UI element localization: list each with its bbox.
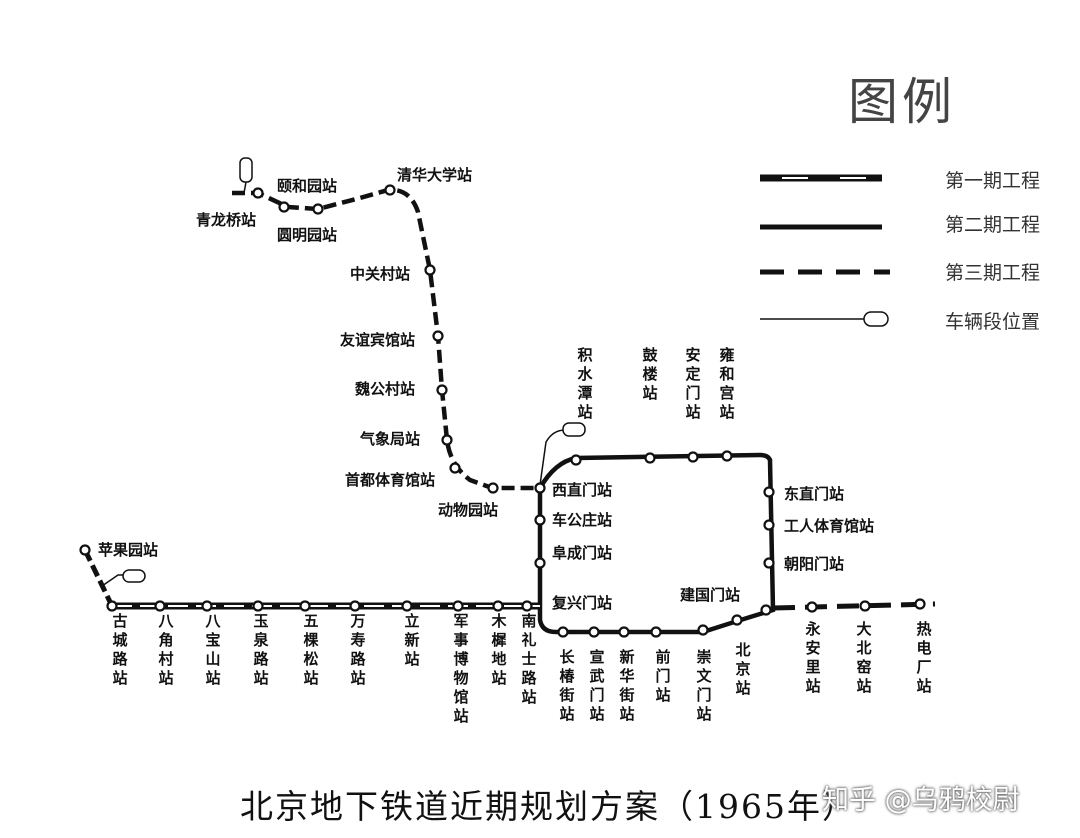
label-andingmen: 安定门站 [685,346,700,421]
legend-title: 图例 [848,73,956,131]
station-lixin[interactable] [401,600,413,612]
station-changchun[interactable] [557,626,569,638]
label-zhongguancun: 中关村站 [350,265,410,283]
station-chegongzhuang[interactable] [534,514,546,526]
label-shoudu-tiyuguan: 首都体育馆站 [345,471,435,489]
label-pingguoyuan: 苹果园站 [98,541,158,559]
label-gulou: 鼓楼站 [642,346,658,402]
watermark: 知乎 @乌鸦校尉 [822,785,1020,816]
station-yuanmingyuan[interactable] [312,203,324,215]
station-jishuitan[interactable] [570,454,582,466]
station-junbo[interactable] [452,600,464,612]
station-shoudu-tiyuguan[interactable] [449,462,461,474]
label-wanshou: 万寿路站 [349,612,366,687]
station-bajiao[interactable] [154,600,166,612]
station-gulou[interactable] [644,452,656,464]
station-chongwenmen[interactable] [697,624,709,636]
station-gucheng[interactable] [106,600,118,612]
station-muxidi[interactable] [492,600,504,612]
legend-label-phase3: 第三期工程 [945,262,1041,284]
station-dongzhimen[interactable] [763,486,775,498]
label-dabeiyao: 大北窑站 [856,620,871,695]
label-qinglongqiao: 青龙桥站 [196,211,256,229]
station-weigongcun[interactable] [436,384,448,396]
station-yonganli[interactable] [806,601,818,613]
label-qianmen: 前门站 [655,648,670,704]
label-muxidi: 木樨地站 [490,612,507,687]
station-yiheyuan[interactable] [278,201,290,213]
station-xizhimen[interactable] [534,482,546,494]
label-weigongcun: 魏公村站 [354,380,415,398]
label-qixiangju: 气象局站 [359,430,420,448]
label-yuanmingyuan: 圆明园站 [277,226,337,244]
label-wukesong: 五棵松站 [303,612,319,687]
label-bajiao: 八角村站 [157,612,174,687]
legend-label-depot: 车辆段位置 [945,311,1041,333]
station-qixiangju[interactable] [441,434,453,446]
label-babaoshan: 八宝山站 [204,612,221,687]
station-dabeiyao[interactable] [859,600,871,612]
label-changchun: 长椿街站 [558,648,575,723]
station-redianchang[interactable] [914,598,926,610]
label-yonganli: 永安里站 [804,620,821,695]
station-andingmen[interactable] [687,451,699,463]
station-qinglongqiao[interactable] [252,187,264,199]
station-pingguoyuan[interactable] [79,544,91,556]
label-chongwenmen: 崇文门站 [696,648,712,723]
legend-swatch-depot [760,311,889,327]
label-chegongzhuang: 车公庄站 [552,511,612,529]
label-junbo: 军事博物馆站 [453,612,468,725]
depot-north-icon [239,157,253,194]
legend-label-phase1: 第一期工程 [945,170,1041,192]
depot-pingguoyuan-icon [101,569,146,587]
station-xuanwumen[interactable] [588,626,600,638]
label-qinghua: 清华大学站 [397,166,472,184]
label-jishuitan: 积水潭站 [577,346,593,421]
label-dongzhimen: 东直门站 [784,485,844,503]
legend-label-phase2: 第二期工程 [945,214,1041,236]
station-yonghegong[interactable] [721,450,733,462]
pingguoyuan-spur [82,548,115,608]
station-nanlishi[interactable] [521,600,533,612]
station-qianmen[interactable] [650,626,662,638]
label-yonghegong: 雍和宫站 [719,346,734,421]
label-yuquan: 玉泉路站 [252,612,269,687]
label-lixin: 立新站 [404,612,419,668]
label-beijing: 北京站 [735,641,750,697]
label-xinhua: 新华街站 [618,648,634,723]
depot-xizhimen-icon [539,422,586,486]
station-jianguomen[interactable] [760,604,772,616]
station-babaoshan[interactable] [201,600,213,612]
station-qinghua[interactable] [384,184,396,196]
station-youyi[interactable] [432,330,444,342]
station-wanshou[interactable] [349,600,361,612]
label-redianchang: 热电厂站 [916,620,931,695]
label-dongwuyuan: 动物园站 [438,501,498,519]
station-dongwuyuan[interactable] [487,482,499,494]
label-gucheng: 古城路站 [112,612,128,687]
station-gongren-tiyuguan[interactable] [763,519,775,531]
ring-line [537,452,776,635]
label-gongren-tiyuguan: 工人体育馆站 [784,517,874,535]
label-yiheyuan: 颐和园站 [277,177,337,195]
map-title: 北京地下铁道近期规划方案（1965年） [240,787,857,826]
label-fuchengmen: 阜成门站 [552,544,612,562]
label-xizhimen: 西直门站 [552,481,612,499]
station-zhongguancun[interactable] [424,264,436,276]
station-beijing[interactable] [731,614,743,626]
label-fuxingmen: 复兴门站 [551,594,612,612]
station-fuchengmen[interactable] [534,557,546,569]
station-wukesong[interactable] [299,600,311,612]
label-xuanwumen: 宣武门站 [589,648,604,723]
station-yuquan[interactable] [252,600,264,612]
station-xinhua[interactable] [618,626,630,638]
station-chaoyangmen[interactable] [763,557,775,569]
east-extension-line [772,601,936,611]
label-jianguomen: 建国门站 [680,586,740,604]
label-chaoyangmen: 朝阳门站 [784,555,844,573]
label-youyi: 友谊宾馆站 [340,331,415,349]
label-nanlishi: 南礼士路站 [521,612,537,706]
